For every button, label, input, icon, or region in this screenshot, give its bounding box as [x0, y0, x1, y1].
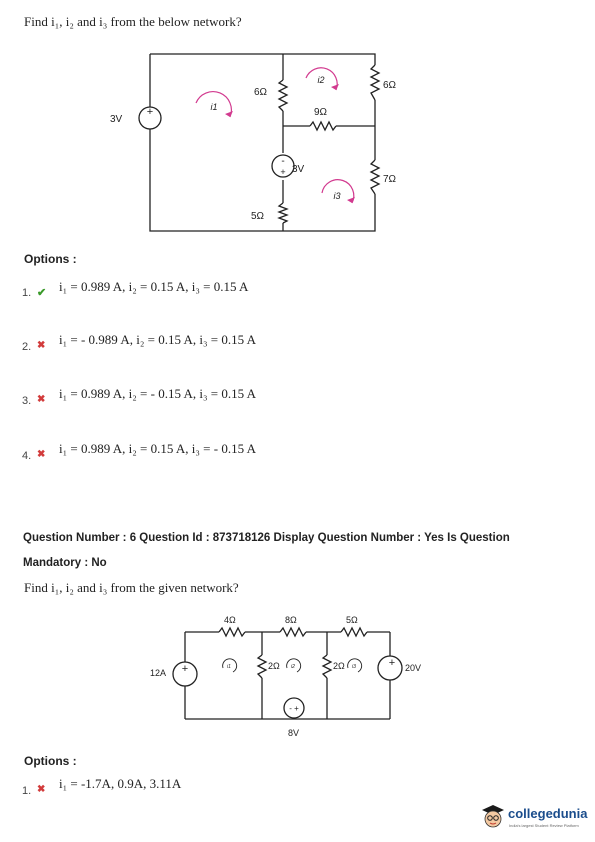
- svg-text:+: +: [182, 663, 188, 675]
- q1-i2-label: i2: [317, 75, 324, 85]
- logo-tagline: India's largest Student Review Platform: [509, 823, 579, 828]
- logo-mascot-icon: [482, 805, 504, 828]
- cross-icon: ✖: [37, 784, 46, 795]
- cross-icon: ✖: [37, 394, 46, 405]
- q1-current-arrow-i3: [321, 179, 355, 204]
- q2-r5-label: 2Ω: [333, 661, 345, 671]
- q1-i3-label: i3: [333, 191, 340, 201]
- q2-r1-label: 4Ω: [224, 615, 236, 625]
- q2-options-label: Options :: [24, 754, 77, 768]
- q2-voltage-source-8v-icon: [283, 697, 305, 719]
- q1-r3-label: 6Ω: [383, 80, 397, 91]
- svg-text:+: +: [280, 167, 285, 177]
- q2-source1-label: 12A: [150, 668, 166, 678]
- q2-source2-label: 8V: [288, 728, 299, 738]
- q1-i1-label: i1: [210, 102, 217, 112]
- q1-current-arrow-i1: [195, 91, 232, 118]
- collegedunia-logo: collegedunia India's largest Student Rev…: [480, 800, 592, 836]
- q1-voltage-source-icon: [138, 106, 162, 130]
- cross-icon: ✖: [37, 449, 46, 460]
- q2-r4-label: 2Ω: [268, 661, 280, 671]
- svg-text:+: +: [147, 106, 153, 118]
- q2-current-arrow-i1: [222, 658, 238, 673]
- q1-source2-label: 3V: [292, 164, 305, 175]
- svg-text:- +: - +: [289, 704, 299, 713]
- svg-text:-: -: [281, 156, 284, 167]
- q1-current-arrow-i2: [305, 67, 338, 91]
- q1-circuit-diagram: + - + i1 i2 i3 3V 6Ω 9Ω 6Ω 3V 7Ω 5Ω: [110, 53, 397, 232]
- q2-i3-label: i3: [352, 664, 356, 670]
- q2-title: Find i₁, i₂ and i₃ from the given networ…: [24, 580, 239, 595]
- q2-i2-label: i2: [291, 664, 295, 670]
- q2-voltage-source-20v-icon: [377, 655, 403, 681]
- logo-name: collegedunia: [508, 806, 588, 821]
- q1-r2-label: 9Ω: [314, 107, 328, 118]
- svg-text:+: +: [389, 657, 395, 669]
- q2-circuit-diagram: + - + + i1 i2 i3 12A 4Ω 8Ω 5Ω 2Ω 2Ω 8V 2…: [150, 615, 421, 738]
- q2-meta-line1: Question Number : 6 Question Id : 873718…: [23, 532, 510, 544]
- q1-r1-label: 6Ω: [254, 87, 268, 98]
- q2-meta-line2: Mandatory : No: [23, 557, 107, 569]
- q2-r3-label: 5Ω: [346, 615, 358, 625]
- q2-r2-label: 8Ω: [285, 615, 297, 625]
- q1-source1-label: 3V: [110, 114, 123, 125]
- q1-r5-label: 5Ω: [251, 211, 265, 222]
- q2-current-arrow-i3: [347, 658, 363, 673]
- q2-current-arrow-i2: [286, 658, 302, 673]
- q2-source3-label: 20V: [405, 663, 421, 673]
- check-icon: ✔: [37, 286, 47, 299]
- q2-current-source-icon: [172, 661, 198, 687]
- q1-options-label: Options :: [24, 252, 77, 266]
- q1-r4-label: 7Ω: [383, 174, 397, 185]
- q1-title: Find i₁, i₂ and i₃ from the below networ…: [24, 14, 242, 29]
- q2-i1-label: i1: [227, 664, 231, 670]
- cross-icon: ✖: [37, 340, 46, 351]
- q1-voltage-source2-icon: [271, 154, 295, 178]
